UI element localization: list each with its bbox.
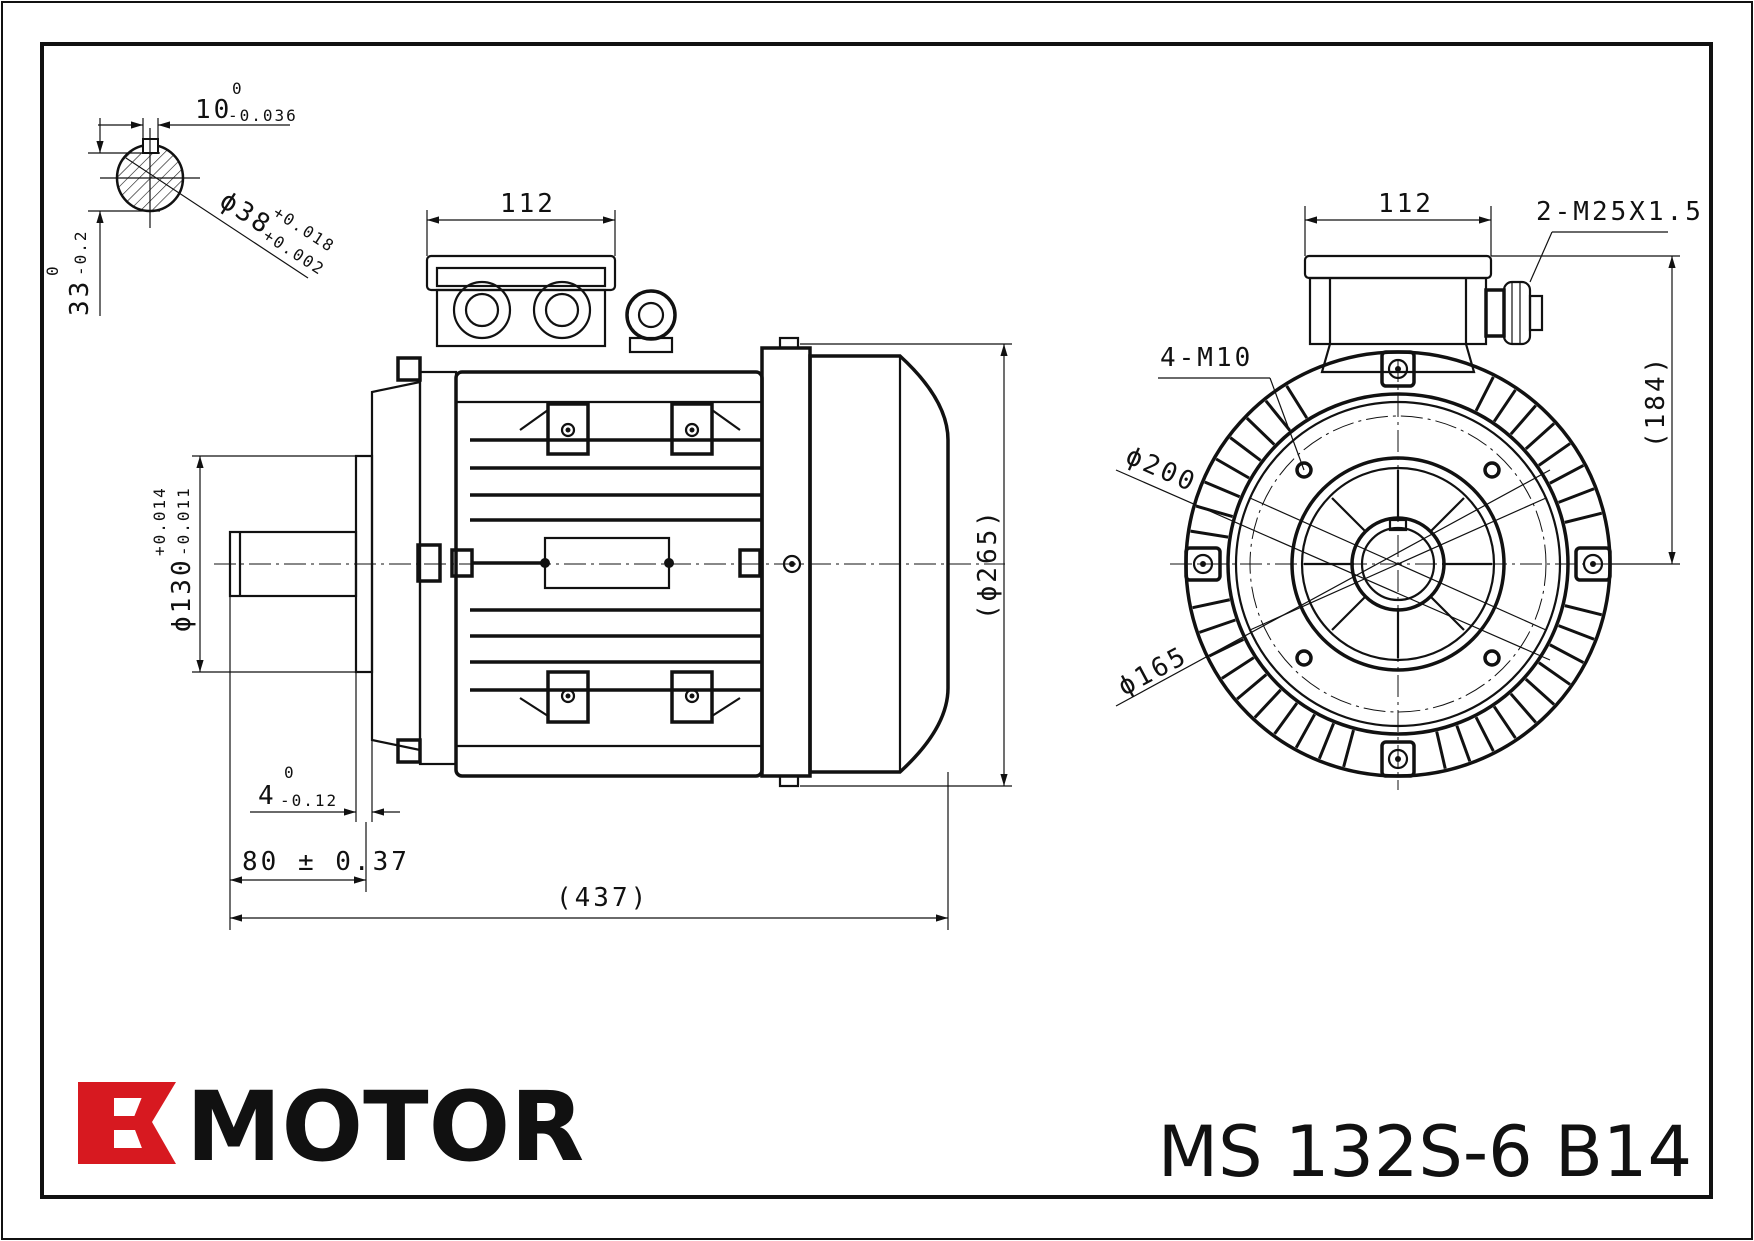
fin-line [1192, 598, 1231, 610]
fin-line [1236, 673, 1268, 701]
spigot-depth-tol-upper: 0 [284, 763, 296, 782]
fin-line [1558, 487, 1595, 504]
fin-line [1317, 722, 1335, 760]
overall-length-value: (437) [556, 883, 649, 913]
brand-name: MOTOR [186, 1071, 584, 1183]
fin-line [1253, 688, 1282, 719]
flange-spigot-tol-lower: -0.011 [174, 486, 193, 556]
fin-line [1524, 677, 1556, 706]
flange-spigot-value: ϕ130 [167, 557, 197, 632]
model-number: MS 132S-6 B14 [1158, 1111, 1692, 1193]
mounting-lugs [1184, 350, 1612, 778]
fin-line [1455, 725, 1472, 762]
fin-line [1524, 422, 1556, 451]
fin-line [1538, 661, 1571, 686]
fin-line [1549, 643, 1585, 664]
key-height-value: 33 [65, 279, 95, 316]
fin-line [1342, 729, 1355, 768]
brand-logo: EK MOTOR [78, 1071, 584, 1183]
side-overall-dia: (ϕ265) [973, 508, 1003, 620]
fin-line [1509, 692, 1537, 724]
shaft-section-view: 10 0 -0.036 33 0 -0.2 ϕ38 +0.018 +0.002 [43, 79, 339, 316]
spigot-depth-value: 4 [258, 781, 277, 811]
fin-line [1285, 385, 1309, 419]
fin-line [1245, 417, 1276, 446]
spigot-depth-tol-lower: -0.12 [280, 791, 338, 810]
key-width-value: 10 [195, 95, 232, 125]
key-width-tol-upper: 0 [232, 79, 244, 98]
fin-line [1264, 399, 1291, 432]
inner-border [40, 42, 1713, 1199]
shaft-length-value: 80 ± 0.37 [242, 847, 410, 877]
key-height-tol-lower: -0.2 [71, 229, 90, 276]
cable-gland-spec: 2-M25X1.5 [1536, 197, 1704, 227]
fin-line [1538, 442, 1571, 467]
box-height-value: (184) [1641, 355, 1671, 448]
fin-line [1474, 376, 1495, 412]
fin-line [1509, 404, 1537, 436]
front-fins [1190, 376, 1603, 769]
fin-line [1190, 529, 1229, 539]
fin-line [1474, 716, 1495, 752]
cooling-fins [470, 438, 762, 692]
fin-line [1208, 638, 1245, 658]
flange-holes-spec: 4-M10 [1160, 343, 1253, 373]
key-width-tol-lower: -0.036 [228, 106, 298, 125]
front-terminal-width: 112 [1378, 189, 1434, 219]
fin-line [1294, 713, 1316, 749]
fin-line [1204, 480, 1241, 499]
fin-line [1492, 705, 1517, 739]
fin-line [1229, 436, 1262, 462]
side-view: 112 [150, 189, 1012, 930]
fin-line [1564, 511, 1603, 524]
fin-line [1221, 656, 1255, 680]
fin-line [1549, 464, 1585, 485]
key-height-tol-upper: 0 [43, 264, 62, 276]
front-spigot-value: ϕ165 [1113, 641, 1193, 703]
fin-line [1215, 457, 1250, 480]
fin-line [1492, 389, 1517, 423]
side-terminal-width: 112 [500, 189, 556, 219]
fin-line [1435, 731, 1447, 769]
logo-mark-icon: EK [78, 1082, 176, 1164]
fin-line [1273, 702, 1299, 735]
fin-line [1558, 624, 1595, 641]
fin-line [1198, 618, 1236, 634]
flange-spigot-tol-upper: +0.014 [150, 486, 169, 556]
front-view: 112 2-M25X1.5 (184) 4-M10 ϕ200 ϕ165 [1113, 189, 1704, 790]
fin-line [1564, 604, 1603, 617]
